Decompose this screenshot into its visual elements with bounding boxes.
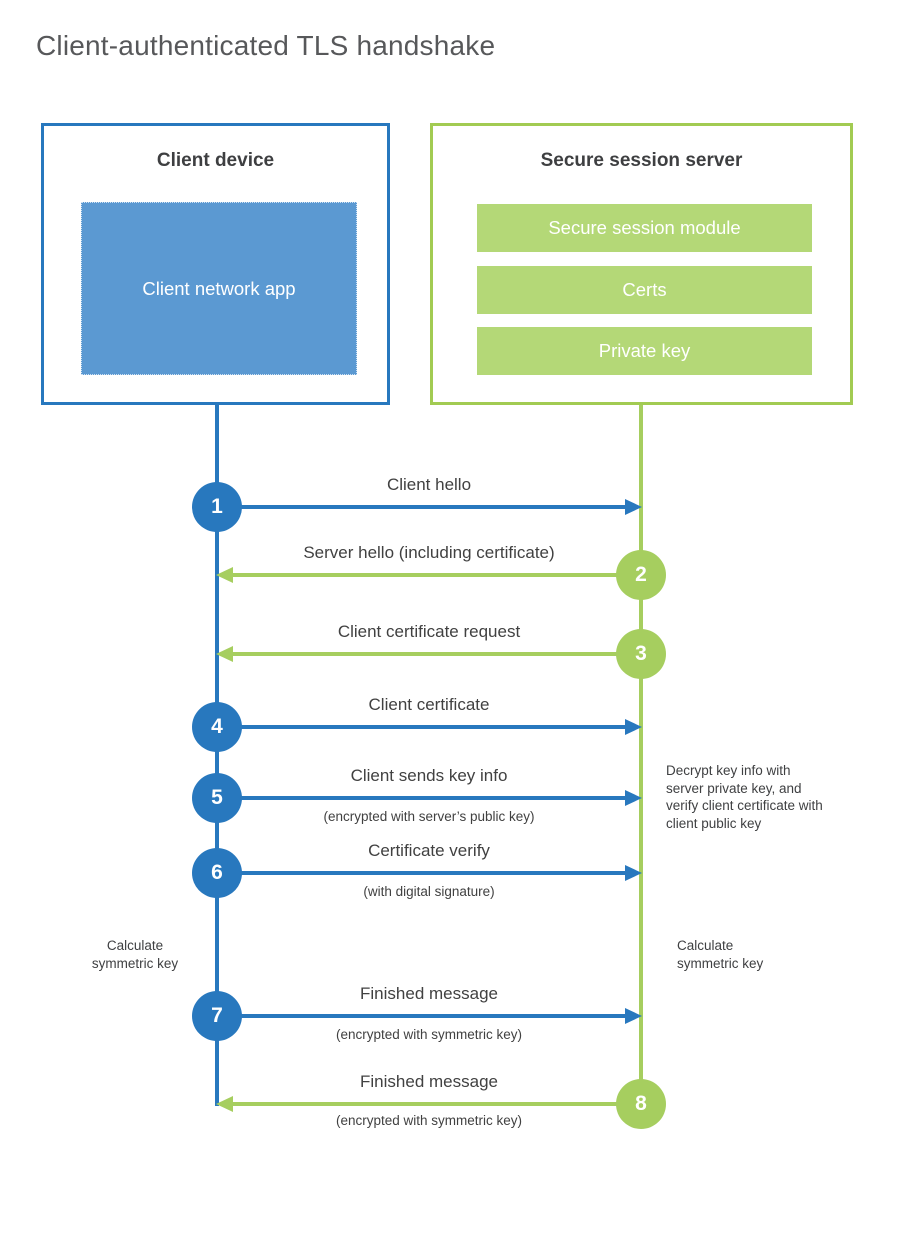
message-2-label: Server hello (including certificate)	[303, 543, 555, 562]
message-4-arrowhead-icon	[625, 719, 642, 735]
message-5-sublabel: (encrypted with server’s public key)	[323, 809, 535, 824]
server-title: Secure session server	[540, 150, 743, 171]
server-box: Secure session server Secure session mod…	[430, 123, 853, 405]
message-2-arrowhead-icon	[216, 567, 233, 583]
message-1-arrowhead-icon	[625, 499, 642, 515]
message-5-line	[217, 796, 627, 800]
client-network-app-box: Client network app	[81, 202, 357, 375]
message-8-arrowhead-icon	[216, 1096, 233, 1112]
server-module-secure-session: Secure session module	[477, 204, 812, 252]
note-calculate-symmetric-key-server: Calculate symmetric key	[677, 938, 764, 971]
step-5-circle: 5	[192, 773, 242, 823]
step-3-circle: 3	[616, 629, 666, 679]
step-6-circle: 6	[192, 848, 242, 898]
message-3-line	[231, 652, 641, 656]
message-6-label: Certificate verify	[368, 841, 490, 860]
message-8-label: Finished message	[360, 1072, 498, 1091]
server-module-certs: Certs	[477, 266, 812, 314]
step-2-circle: 2	[616, 550, 666, 600]
message-3-arrowhead-icon	[216, 646, 233, 662]
message-7-line	[217, 1014, 627, 1018]
client-network-app-label: Client network app	[142, 278, 296, 299]
note-calculate-symmetric-key-client: Calculate symmetric key	[91, 938, 179, 971]
page-title: Client-authenticated TLS handshake	[36, 30, 496, 61]
message-4-label: Client certificate	[368, 695, 490, 714]
step-7-circle: 7	[192, 991, 242, 1041]
message-5-arrowhead-icon	[625, 790, 642, 806]
message-5-label: Client sends key info	[350, 766, 508, 785]
message-1-label: Client hello	[386, 475, 472, 494]
message-8-sublabel: (encrypted with symmetric key)	[335, 1113, 523, 1128]
message-8-line	[231, 1102, 641, 1106]
message-2-line	[231, 573, 641, 577]
message-6-line	[217, 871, 627, 875]
client-device-box: Client device Client network app	[41, 123, 390, 405]
server-lifeline	[639, 405, 643, 1128]
note-decrypt-key-info: Decrypt key info with server private key…	[666, 763, 823, 831]
client-device-title: Client device	[156, 150, 275, 171]
message-6-arrowhead-icon	[625, 865, 642, 881]
client-lifeline	[215, 405, 219, 1106]
message-3-label: Client certificate request	[337, 622, 521, 641]
server-module-private-key: Private key	[477, 327, 812, 375]
message-1-line	[217, 505, 627, 509]
message-7-arrowhead-icon	[625, 1008, 642, 1024]
message-7-sublabel: (encrypted with symmetric key)	[335, 1027, 523, 1042]
step-8-circle: 8	[616, 1079, 666, 1129]
message-6-sublabel: (with digital signature)	[363, 884, 495, 899]
step-1-circle: 1	[192, 482, 242, 532]
step-4-circle: 4	[192, 702, 242, 752]
message-4-line	[217, 725, 627, 729]
message-7-label: Finished message	[360, 984, 498, 1003]
